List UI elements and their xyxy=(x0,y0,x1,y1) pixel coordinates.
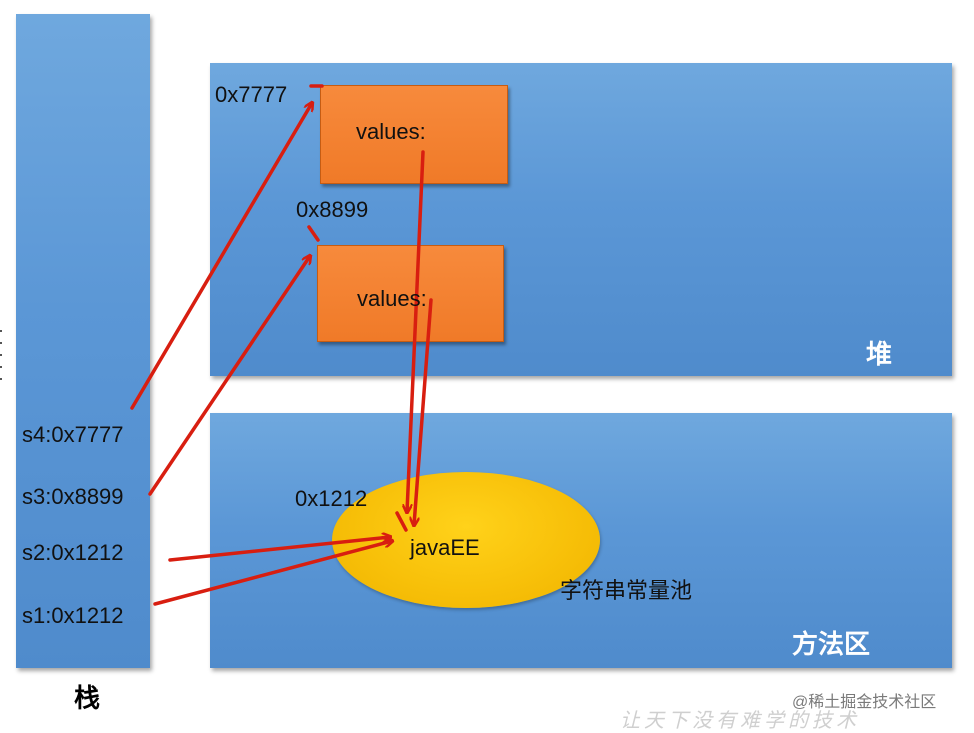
arrow-s2-to-0x1212 xyxy=(168,537,390,562)
object-address-0x7777: 0x7777 xyxy=(215,82,288,107)
pool-value-javaee: javaEE xyxy=(410,535,480,560)
stack-edge-marks xyxy=(0,330,2,390)
stack-var-s2: s2:0x1212 xyxy=(22,540,124,565)
stack-panel xyxy=(16,14,150,668)
arrow-obj1-values-to-pool xyxy=(407,150,425,512)
arrow-s3-to-0x8899 xyxy=(148,256,310,496)
arrow-s1-to-0x1212 xyxy=(153,541,392,606)
tick-0x1212 xyxy=(395,511,408,532)
heap-object-0x8899 xyxy=(317,245,504,342)
heap-object-0x7777 xyxy=(320,85,508,184)
heap-label: 堆 xyxy=(866,339,893,369)
pool-label: 字符串常量池 xyxy=(560,578,693,603)
arrow-obj2-values-to-pool xyxy=(414,298,433,525)
pool-address-0x1212: 0x1212 xyxy=(295,486,368,511)
arrow-s4-to-0x7777 xyxy=(130,103,312,410)
tick-0x8899 xyxy=(307,225,320,242)
stack-var-s3: s3:0x8899 xyxy=(22,484,124,509)
stack-label: 栈 xyxy=(74,683,101,713)
watermark-text: @稀土掘金技术社区 xyxy=(792,694,937,711)
watermark-motto: 让天下没有难学的技术 xyxy=(620,708,860,732)
object-field-values-2: values: xyxy=(357,286,427,311)
object-address-0x8899: 0x8899 xyxy=(296,197,369,222)
stack-var-s4: s4:0x7777 xyxy=(22,422,124,447)
stack-var-s1: s1:0x1212 xyxy=(22,603,124,628)
method-area-label: 方法区 xyxy=(792,629,871,659)
object-field-values-1: values: xyxy=(356,119,426,144)
